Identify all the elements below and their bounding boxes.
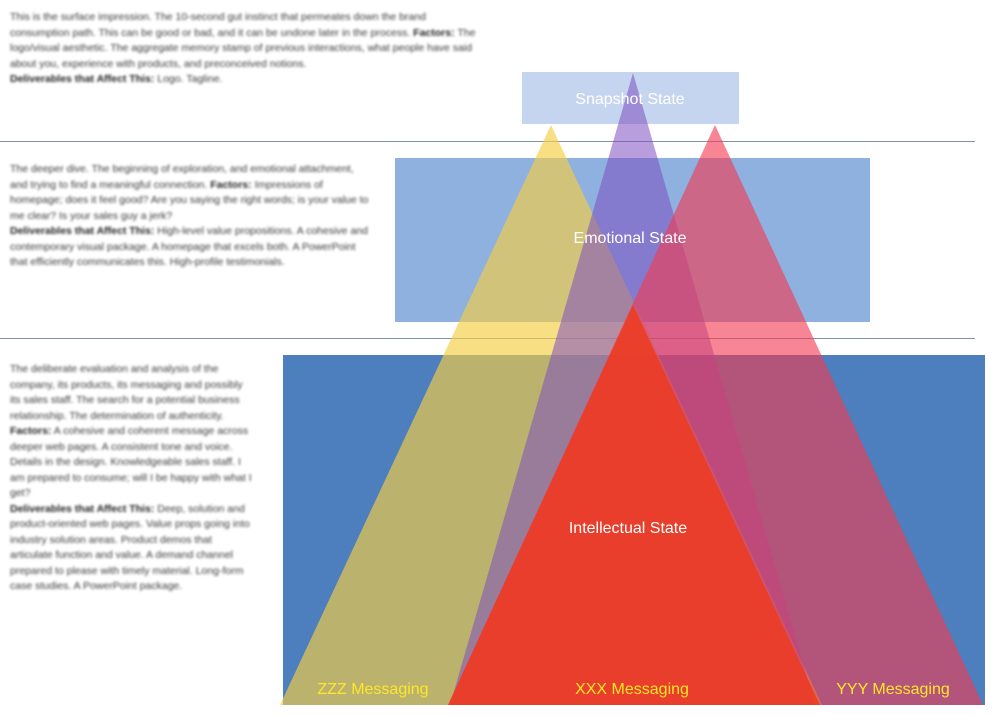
xxx-messaging-label: XXX Messaging — [575, 681, 689, 698]
emotional-deliverables-label: Deliverables that Affect This: — [10, 225, 155, 237]
emotional-factors-label: Factors: — [210, 178, 252, 191]
yyy-messaging-label: YYY Messaging — [836, 681, 950, 698]
section-divider-top — [0, 141, 975, 142]
emotional-state-label: Emotional State — [574, 230, 687, 247]
intellectual-factors-label: Factors: — [10, 425, 52, 437]
snapshot-factors-label: Factors: — [413, 26, 455, 39]
intellectual-description: The deliberate evaluation and analysis o… — [10, 362, 255, 595]
intellectual-deliverables-label: Deliverables that Affect This: — [10, 502, 155, 515]
zzz-messaging-label: ZZZ Messaging — [317, 681, 428, 698]
snapshot-deliverables: Deliverables that Affect This: Logo. Tag… — [10, 73, 223, 85]
snapshot-deliverables-label: Deliverables that Affect This: — [10, 73, 155, 85]
emotional-description: The deeper dive. The beginning of explor… — [10, 162, 370, 271]
xxx-messaging-triangle — [448, 305, 820, 705]
snapshot-description-text: This is the surface impression. The 10-s… — [10, 11, 476, 70]
emotional-deliverables: Deliverables that Affect This: High-leve… — [10, 225, 368, 268]
intellectual-state-label: Intellectual State — [569, 520, 687, 537]
snapshot-state-label: Snapshot State — [575, 91, 685, 108]
snapshot-description: This is the surface impression. The 10-s… — [10, 10, 485, 88]
intellectual-deliverables: Deliverables that Affect This: Deep, sol… — [10, 502, 250, 593]
emotional-description-text: The deeper dive. The beginning of explor… — [10, 163, 369, 222]
intellectual-description-text: The deliberate evaluation and analysis o… — [10, 363, 252, 499]
